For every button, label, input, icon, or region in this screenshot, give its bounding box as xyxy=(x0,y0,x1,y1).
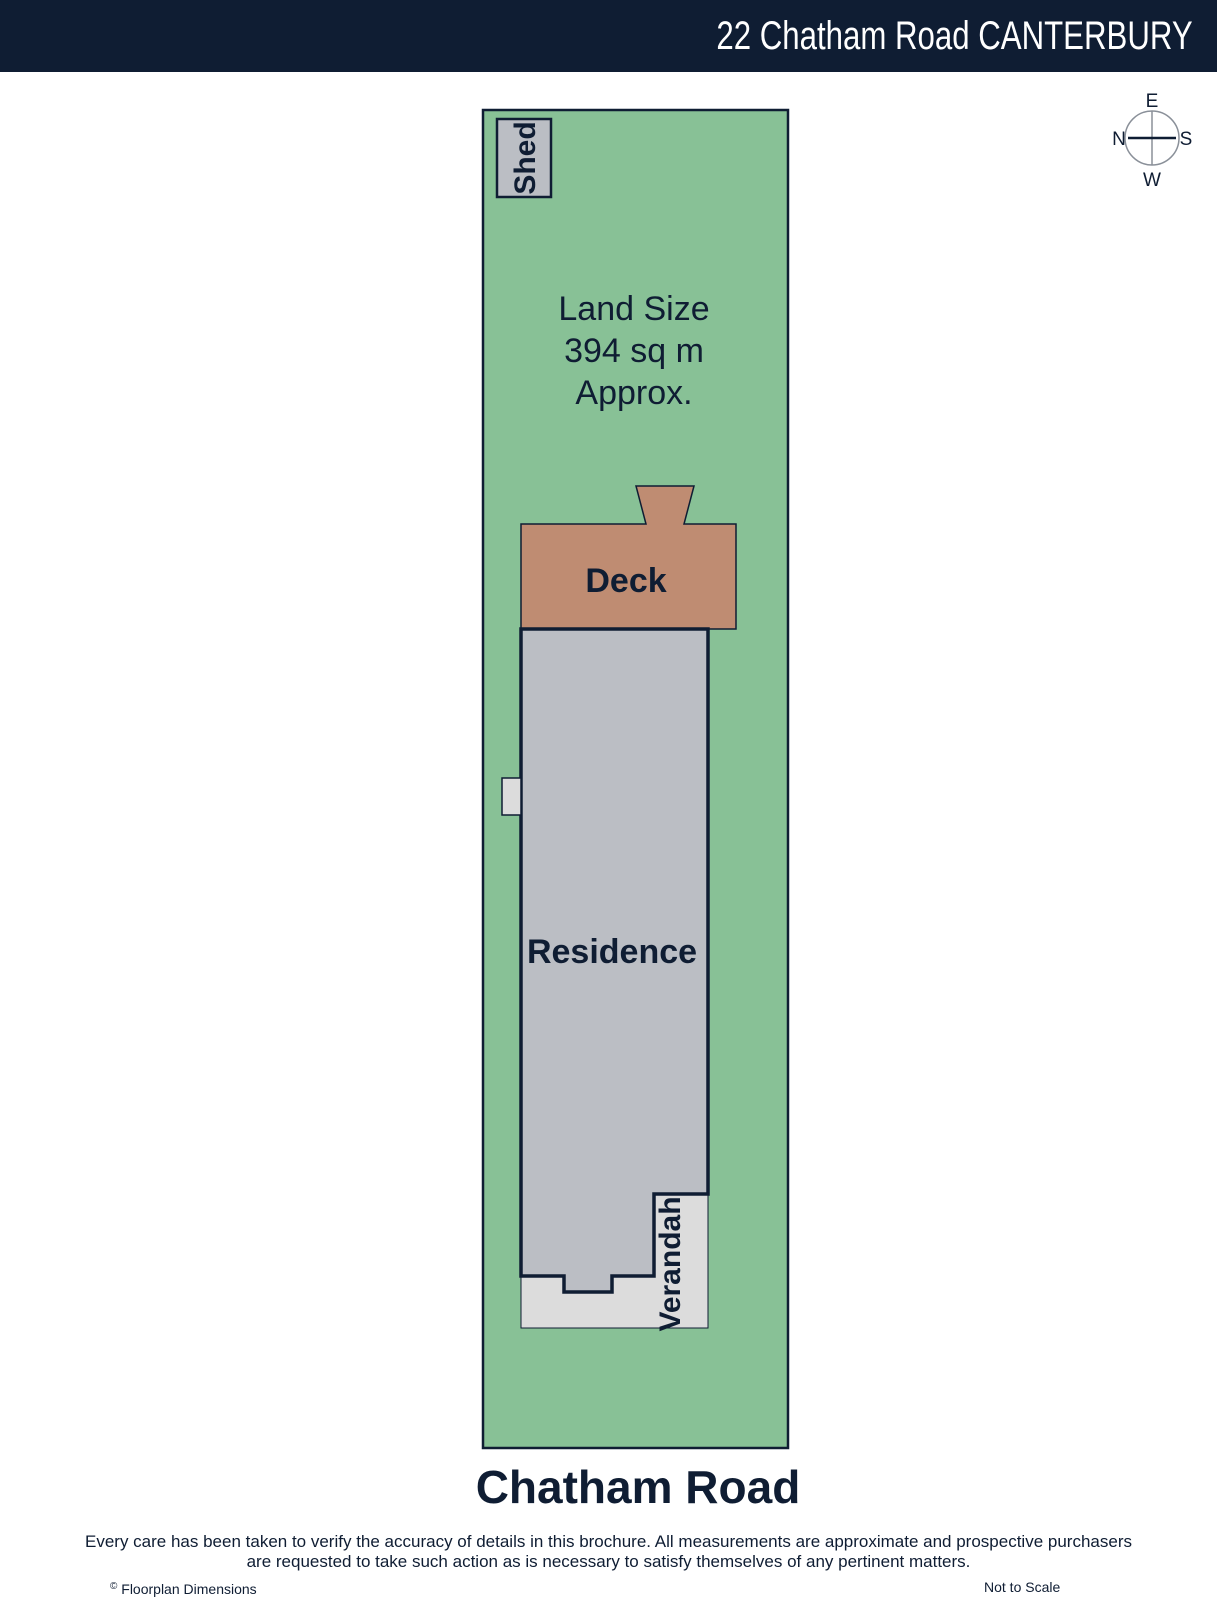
property-address-title: 22 Chatham Road CANTERBURY xyxy=(716,14,1193,58)
land-size-approx: Approx. xyxy=(575,374,692,412)
street-name-label: Chatham Road xyxy=(476,1461,801,1513)
disclaimer-line-2: are requested to take such action as is … xyxy=(246,1552,971,1571)
disclaimer-line-1: Every care has been taken to verify the … xyxy=(85,1532,1132,1551)
compass-icon: E N S W xyxy=(1112,91,1192,191)
compass-east-label: E xyxy=(1146,91,1159,112)
residence-label: Residence xyxy=(527,933,697,971)
disclaimer: Every care has been taken to verify the … xyxy=(0,1532,1217,1572)
residence-outline xyxy=(519,627,710,1294)
land-size-label: Land Size xyxy=(558,290,709,328)
shed-outline xyxy=(495,117,553,199)
compass-north-label: N xyxy=(1112,129,1126,150)
compass-south-label: S xyxy=(1180,129,1193,150)
shed-label: Shed xyxy=(509,121,542,194)
credit-text: Floorplan Dimensions xyxy=(121,1581,257,1597)
side-structure xyxy=(501,777,522,816)
land-size-value: 394 sq m xyxy=(564,332,704,370)
deck-outline xyxy=(520,485,737,630)
copyright-mark: © xyxy=(110,1581,118,1592)
header-bar: 22 Chatham Road CANTERBURY xyxy=(0,0,1217,72)
compass-west-label: W xyxy=(1143,170,1161,191)
verandah-label: Verandah xyxy=(654,1196,687,1331)
deck-label: Deck xyxy=(585,562,666,600)
credit: © Floorplan Dimensions xyxy=(110,1581,257,1597)
scale-note: Not to Scale xyxy=(984,1579,1061,1595)
